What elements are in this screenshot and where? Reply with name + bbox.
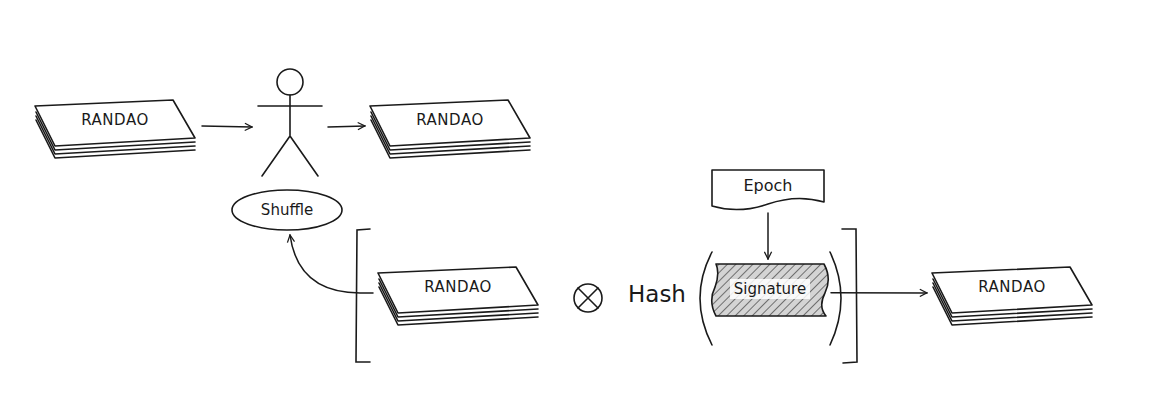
function-label: Hash <box>628 281 686 307</box>
actor-figure: Shuffle <box>255 68 325 232</box>
node-text: Epoch <box>710 168 826 195</box>
node-text: Shuffle <box>232 201 342 219</box>
card-stack: RANDAO <box>33 98 199 160</box>
arrow-connector <box>202 126 252 127</box>
arrow-connector <box>767 213 769 259</box>
arrow-connector <box>328 126 365 127</box>
arrow-connector <box>290 235 373 293</box>
hatched-box: Signature <box>712 262 828 318</box>
card-stack: RANDAO <box>376 265 542 327</box>
node-shape <box>930 265 1096 327</box>
node-text: RANDAO <box>376 278 540 296</box>
right-bracket <box>842 229 857 363</box>
right-paren <box>830 252 841 345</box>
node-shape <box>368 98 534 160</box>
left-bracket <box>356 229 370 362</box>
card-stack: RANDAO <box>368 98 534 160</box>
node-shape <box>376 265 542 327</box>
node-shape <box>33 98 199 160</box>
document-box: Epoch <box>710 168 826 210</box>
arrow-connector <box>831 292 927 294</box>
node-text: Signature <box>730 279 810 299</box>
node-text: RANDAO <box>368 111 532 129</box>
node-text: RANDAO <box>930 278 1094 296</box>
tensor-symbol <box>574 284 602 312</box>
card-stack: RANDAO <box>930 265 1096 327</box>
node-text: RANDAO <box>33 111 197 129</box>
left-paren <box>700 252 712 345</box>
